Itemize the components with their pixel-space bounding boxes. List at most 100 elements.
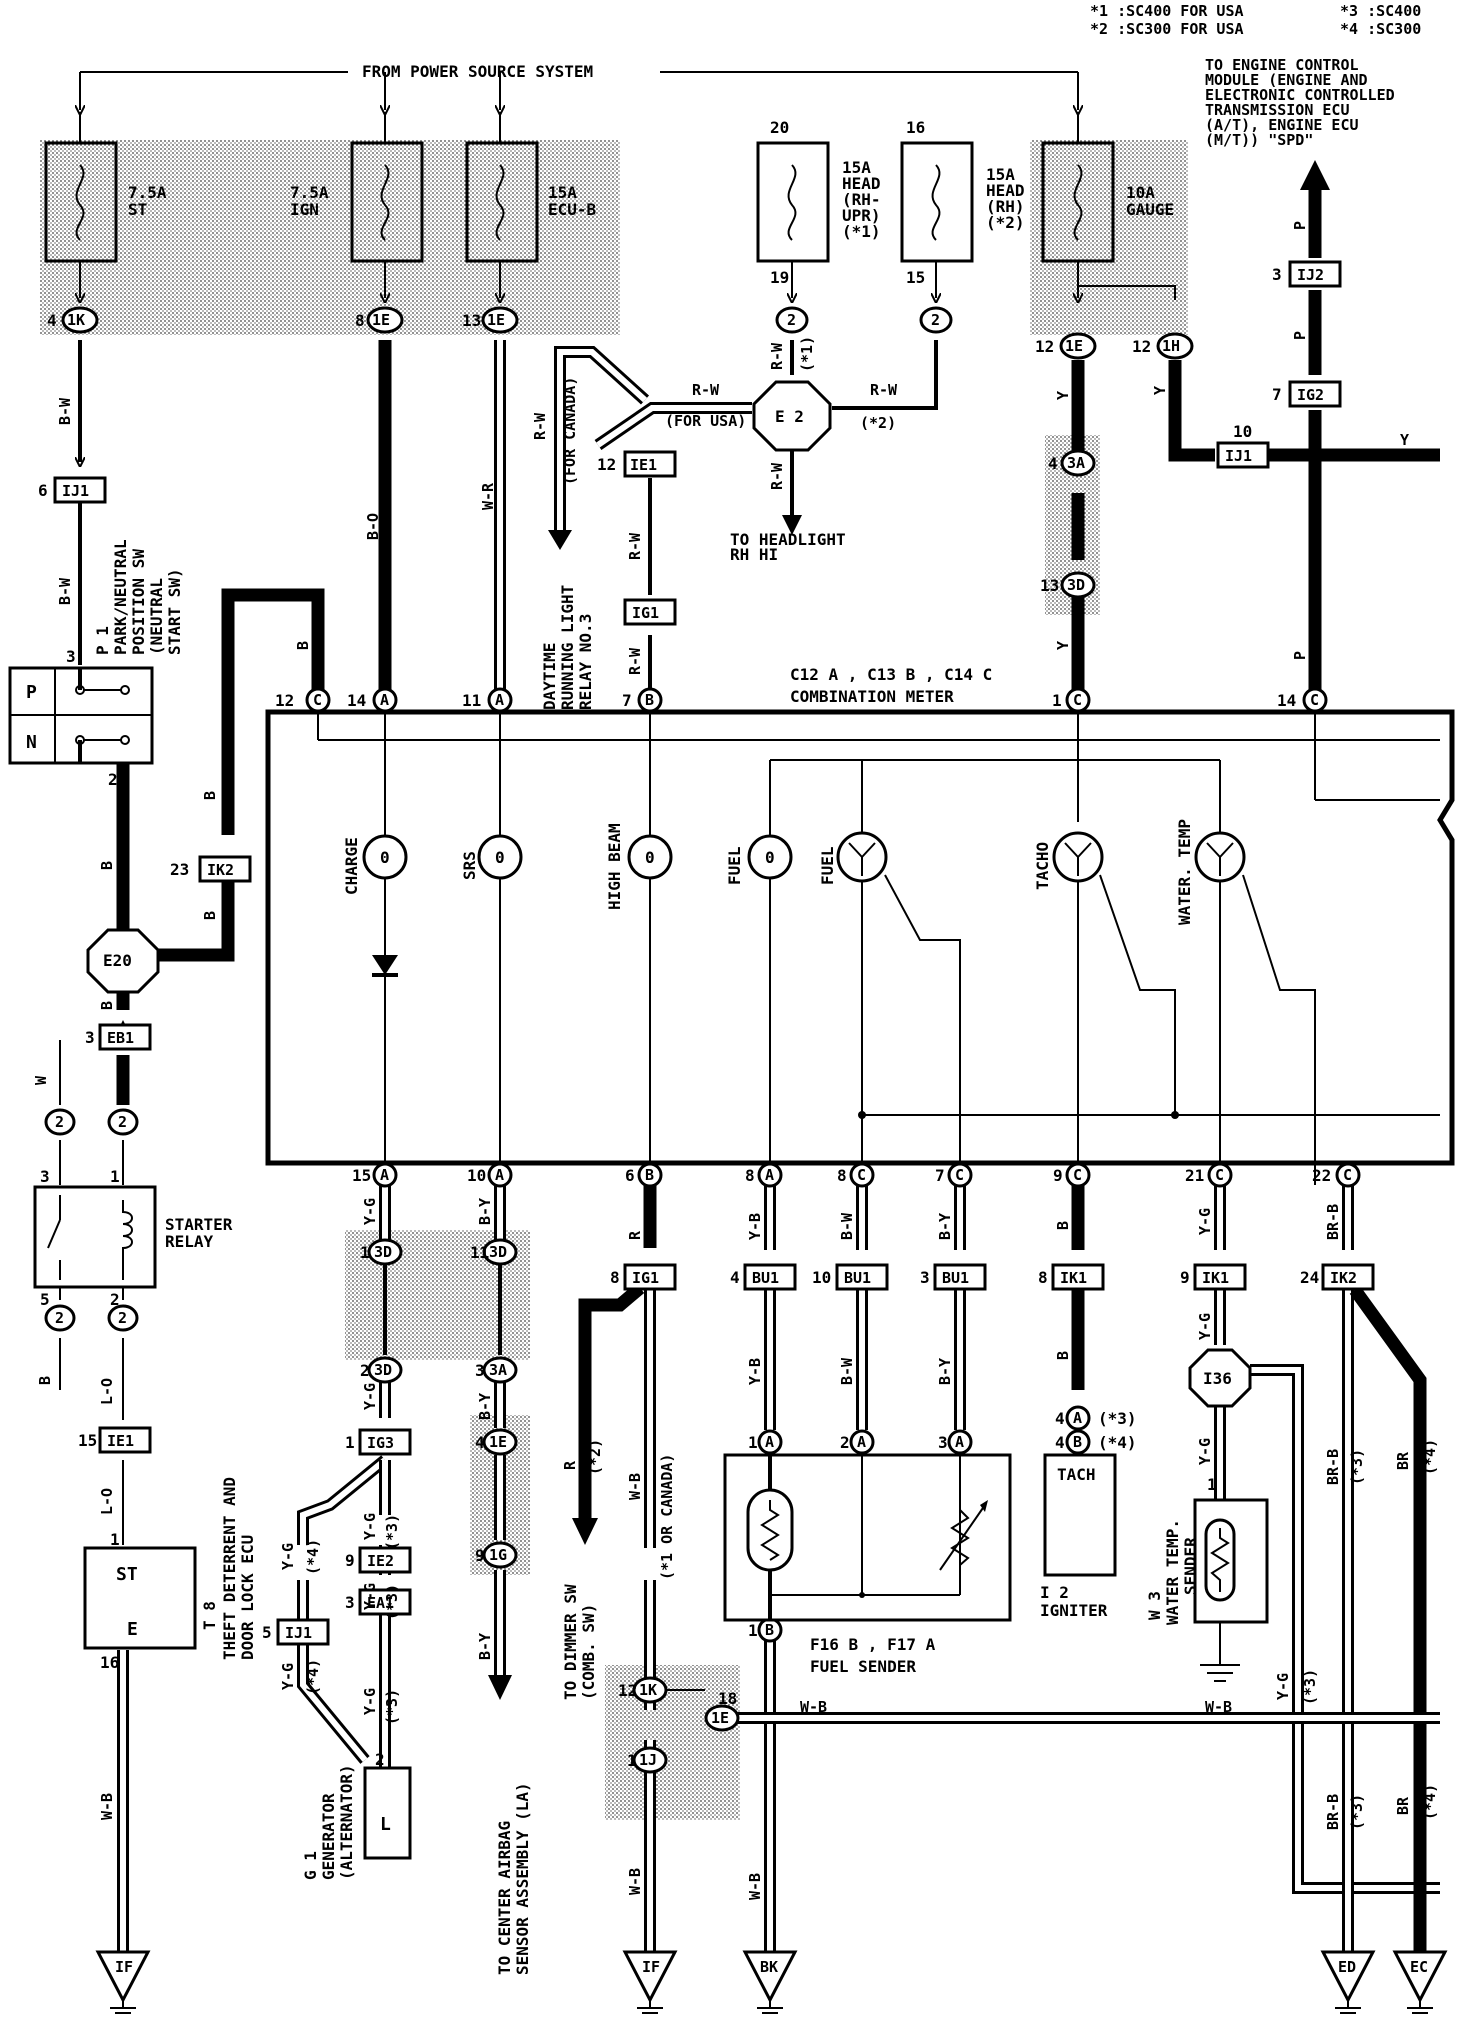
- fuel-pin-b1-num: 1: [748, 1621, 758, 1640]
- ecm-note-line6: (M/T)) "SPD": [1205, 131, 1313, 149]
- conn-3d-srs-a-pin: 11: [470, 1243, 489, 1262]
- svg-text:0: 0: [645, 848, 655, 867]
- wires-left: [59, 763, 235, 1952]
- p1-pin-3: 3: [66, 647, 76, 666]
- fuse-gauge-name: GAUGE: [1126, 200, 1174, 219]
- pin-10a-num: 10: [467, 1166, 486, 1185]
- wire-color-labels: B-W B-W B-O W-R B B B B B W B L-O L-O W-…: [32, 221, 1439, 1900]
- conn-ig2: IG2: [1297, 386, 1324, 404]
- starter-relay-label2: RELAY: [165, 1232, 214, 1251]
- fuse-head-rh: 16 15 15A HEAD (RH) (*2): [900, 118, 1025, 287]
- park-neutral-switch: P N: [8, 666, 154, 765]
- fuse-head1-top-pin: 20: [770, 118, 789, 137]
- conn-ie1-top-pin: 12: [597, 455, 616, 474]
- igniter-name: IGNITER: [1040, 1601, 1108, 1620]
- flag-ie2-f3: (*3): [383, 1584, 401, 1620]
- wc-by-3a: B-Y: [476, 1393, 494, 1420]
- t8-code: T 8: [200, 1601, 219, 1630]
- fuel-sender-name: FUEL SENDER: [810, 1657, 916, 1676]
- wc-yg-ik1: Y-G: [1196, 1313, 1214, 1340]
- conn-eb1: EB1: [107, 1029, 134, 1047]
- conn-ij1-right: IJ1: [1225, 447, 1252, 465]
- ecu-e-pin: E: [127, 1619, 138, 1640]
- fuse-ecu-b-amp: 15A: [548, 183, 577, 202]
- relay-pin-3: 3: [40, 1167, 50, 1186]
- fuse-st-amp: 7.5A: [128, 183, 167, 202]
- conn-ik2-left: IK2: [207, 861, 234, 879]
- conn-1e-lower: 1E: [711, 1709, 729, 1727]
- fuse-st: 7.5A ST: [44, 112, 167, 263]
- water-temp-sender: 1 W 3 WATER TEMP. SENDER: [1145, 1475, 1269, 1682]
- flag-dimmer-f2: (*2): [586, 1439, 604, 1475]
- flag-ij1-f4-up: (*4): [304, 1539, 322, 1575]
- wc-bw-upper: B-W: [838, 1212, 856, 1240]
- ecu-pin-1: 1: [110, 1530, 120, 1549]
- tach-terminal: TACH: [1057, 1465, 1096, 1484]
- fuel-pin-b1: B: [765, 1621, 774, 1639]
- conn-ij1-lower-pin: 5: [262, 1623, 272, 1642]
- ecu-pin-16: 16: [100, 1653, 119, 1672]
- conn-bu1-a: BU1: [752, 1269, 779, 1287]
- fuel-pin-1: A: [765, 1433, 774, 1451]
- relay-pin-2: 2: [110, 1290, 120, 1309]
- airbag-label2: SENSOR ASSEMBLY (LA): [513, 1782, 532, 1975]
- headlight-label1: TO HEADLIGHT: [730, 530, 846, 549]
- svg-text:0: 0: [765, 848, 775, 867]
- conn-2-relay-tr: 2: [118, 1113, 127, 1131]
- t8-desc2: DOOR LOCK ECU: [238, 1535, 257, 1660]
- note-4: *4 :SC300: [1340, 20, 1421, 38]
- igniter-code: I 2: [1040, 1583, 1069, 1602]
- ecm-note: TO ENGINE CONTROL MODULE (ENGINE AND ELE…: [1205, 56, 1395, 149]
- wc-relay-b: B: [36, 1376, 54, 1385]
- conn-bu1-b-pin: 10: [812, 1268, 831, 1287]
- wc-ik2-down: B: [201, 911, 219, 920]
- fuse-head2-amp: 15A: [986, 165, 1015, 184]
- wc-wb-if: W-B: [626, 1868, 644, 1895]
- wc-p-top: P: [1291, 221, 1309, 230]
- tach-pin-a: A: [1073, 1409, 1082, 1427]
- conn-ea1-pin: 3: [345, 1593, 355, 1612]
- wc-yg-ea1: Y-G: [361, 1688, 379, 1715]
- wc-rw-head1: R-W: [768, 342, 786, 370]
- pin-11a-num: 11: [462, 691, 481, 710]
- lower-connectors: 3D 1 3D 11 3D 2 3A 3 IG3 1 1E 4 IE2 9 1G…: [262, 1238, 1375, 1774]
- conn-bu1-c: BU1: [942, 1269, 969, 1287]
- wc-rw-usa: R-W: [692, 381, 720, 399]
- wc-b-tach-up: B: [1054, 1221, 1072, 1230]
- switch-n-label: N: [26, 732, 37, 753]
- conn-ij1-left-pin: 6: [38, 481, 48, 500]
- flag-br-low-f4: (*4): [1421, 1784, 1439, 1820]
- water-sender-desc1: WATER TEMP.: [1163, 1519, 1182, 1625]
- conn-ij1-left: IJ1: [62, 482, 89, 500]
- conn-2-relay-tl: 2: [55, 1113, 64, 1131]
- pin-11a-letter: A: [495, 691, 504, 709]
- flag-for-usa: (FOR USA): [665, 412, 746, 430]
- conn-1e-srs-pin: 4: [475, 1433, 485, 1452]
- conn-ig1-lower: IG1: [632, 1269, 659, 1287]
- pin-6b-num: 6: [625, 1166, 635, 1185]
- wc-ecub: W-R: [479, 482, 497, 510]
- p1-desc1: PARK/NEUTRAL: [111, 539, 130, 655]
- conn-1e-ecub-pin: 13: [462, 311, 481, 330]
- wc-by-10a: B-Y: [476, 1198, 494, 1225]
- conn-ij2-pin: 3: [1272, 265, 1282, 284]
- g1-code: G 1: [301, 1851, 320, 1880]
- pin-14a-letter: A: [380, 691, 389, 709]
- fuse-head2-top-pin: 16: [906, 118, 925, 137]
- conn-ik2-lower-pin: 24: [1300, 1268, 1319, 1287]
- conn-1e-ign-pin: 8: [355, 311, 365, 330]
- fuel-pin-3: A: [955, 1433, 964, 1451]
- drl-label3: RELAY NO.3: [576, 614, 595, 710]
- fuel-pin-1-num: 1: [748, 1433, 758, 1452]
- p1-desc4: START SW): [165, 568, 184, 655]
- fuse-head2-line2: (RH): [986, 197, 1025, 216]
- svg-text:0: 0: [495, 848, 505, 867]
- conn-ik2-lower: IK2: [1330, 1269, 1357, 1287]
- water-sender-pin: 1: [1207, 1475, 1217, 1494]
- wc-ik2-up: B: [201, 791, 219, 800]
- wc-w-left: W: [32, 1075, 50, 1085]
- ecm-note-line4: TRANSMISSION ECU: [1205, 101, 1350, 119]
- wc-wb-horizontal2: W-B: [1205, 1698, 1232, 1716]
- pin-9c-letter: C: [1073, 1166, 1082, 1184]
- ground-bk: BK: [760, 1958, 778, 1976]
